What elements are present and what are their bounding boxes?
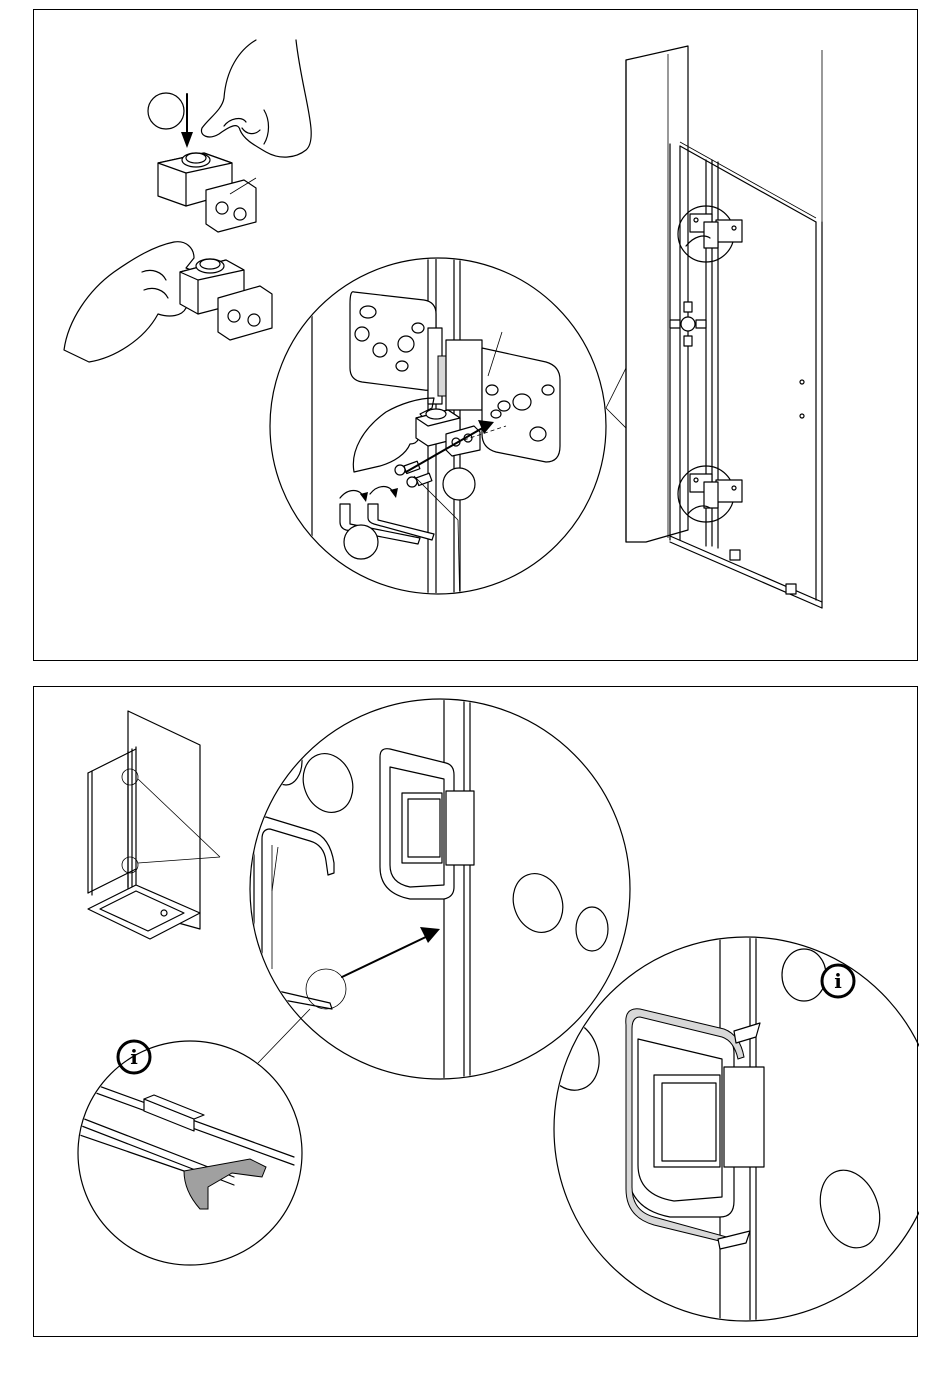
detail-hinge-view [312,250,560,610]
hinge-block-top [158,153,256,232]
seal-callout-line [258,1009,310,1063]
knuckle-line [264,110,269,144]
seal-cross-section-view [74,1077,294,1209]
push-seal-arrow-icon [342,935,430,977]
step-marker-1 [148,93,184,129]
instruction-panel-hinge-assembly [33,9,918,661]
push-seal-arrow-head-icon [420,927,440,943]
info-icon: i [822,965,854,997]
seal-cross-section-circle [78,1041,302,1265]
shower-enclosure-overview [88,711,220,939]
arrow-head-icon [181,132,193,148]
finger-line-3 [144,288,168,298]
info-icon: i [118,1041,150,1073]
hand-holding-illustration [64,242,196,362]
finger-line-2 [142,270,166,280]
shower-door-assembly [626,46,822,608]
finger-line [242,128,260,134]
hand-pressing-illustration [201,40,311,157]
instruction-panel-seal-fitting: i [33,686,918,1337]
seal-fitting-illustration: i [34,687,919,1338]
hinge-block-middle [180,259,272,340]
hinge-assembly-illustration [34,10,919,662]
step-marker-3 [344,525,378,559]
svg-text:i: i [834,969,842,993]
step-marker-2 [443,468,475,500]
thumb-line [224,119,246,126]
seal-detail-view [254,697,608,1087]
